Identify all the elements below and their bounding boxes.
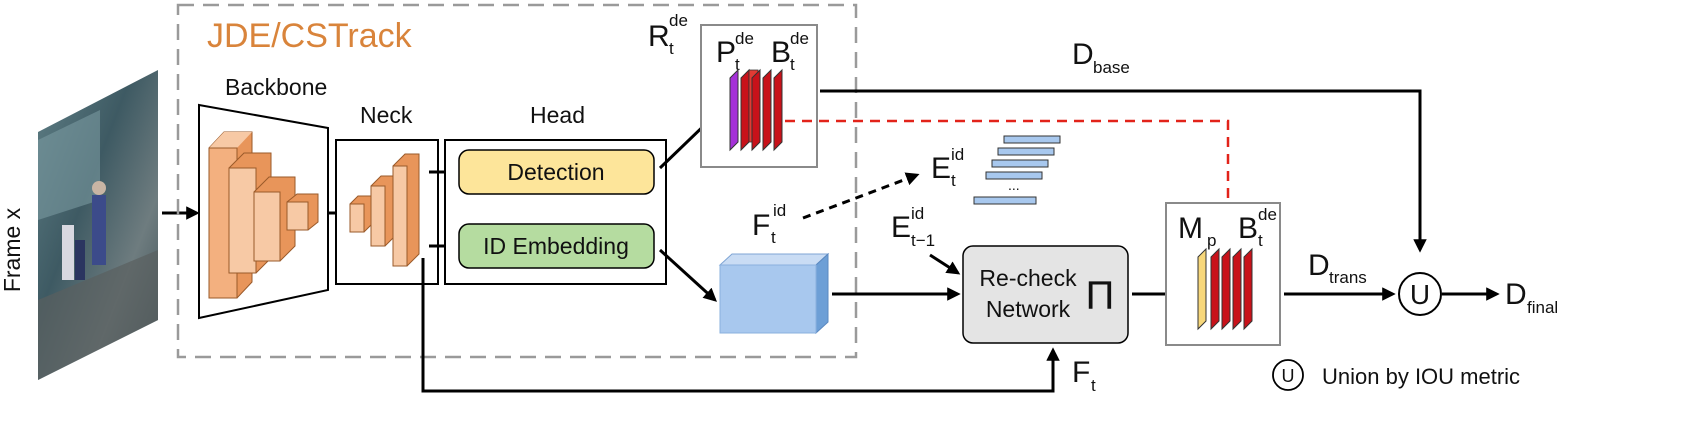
svg-text:E: E <box>891 211 911 244</box>
svg-text:E: E <box>931 152 951 185</box>
input-frame-image <box>38 70 158 380</box>
r-t-de-label: R t de <box>648 11 688 58</box>
neck-label: Neck <box>360 102 413 128</box>
svg-text:B: B <box>771 36 791 69</box>
frame-label: Frame x <box>0 207 25 292</box>
detection-maps <box>729 68 783 152</box>
neck-layers <box>349 153 420 267</box>
d-trans-label: D trans <box>1308 249 1367 287</box>
svg-text:P: P <box>716 36 736 69</box>
svg-text:t−1: t−1 <box>911 231 935 250</box>
union-symbol: U <box>1410 279 1430 310</box>
legend-union-symbol: U <box>1282 366 1295 386</box>
svg-text:t: t <box>951 171 956 190</box>
backbone-layers <box>208 131 319 299</box>
svg-text:M: M <box>1178 212 1203 245</box>
d-base-label: D base <box>1072 38 1130 77</box>
frame-person-head <box>92 181 106 195</box>
arrow-prev-embedding-to-recheck <box>929 253 961 275</box>
legend: U Union by IOU metric <box>1272 359 1520 391</box>
svg-text:F: F <box>1072 356 1090 389</box>
legend-text: Union by IOU metric <box>1322 364 1520 389</box>
d-final-label: D final <box>1505 278 1558 317</box>
dashed-arrow-bt-to-merge <box>785 119 1234 243</box>
svg-text:t: t <box>1091 376 1096 395</box>
arrow-embedding-to-feature <box>658 248 717 302</box>
svg-text:D: D <box>1308 249 1330 282</box>
svg-text:base: base <box>1093 58 1130 77</box>
f-t-label: F t <box>1072 356 1096 395</box>
svg-text:id: id <box>773 201 786 220</box>
union-operator <box>1398 272 1442 316</box>
legend-union-icon <box>1272 359 1304 391</box>
merge-maps <box>1197 247 1253 331</box>
svg-text:t: t <box>771 228 776 247</box>
frame-x-text: Frame x <box>0 207 25 292</box>
svg-text:F: F <box>752 209 770 242</box>
svg-text:t: t <box>790 55 795 74</box>
frame-street <box>38 250 158 380</box>
f-t-id-label: F t id <box>752 201 786 247</box>
svg-text:final: final <box>1527 298 1558 317</box>
detection-branch <box>458 149 655 195</box>
svg-text:t: t <box>1258 231 1263 250</box>
svg-text:trans: trans <box>1329 268 1367 287</box>
feature-cube <box>718 252 830 335</box>
svg-text:B: B <box>1238 212 1258 245</box>
svg-text:p: p <box>1207 231 1216 250</box>
svg-text:de: de <box>1258 205 1277 224</box>
recheck-network-box <box>962 245 1129 344</box>
detection-text: Detection <box>507 159 604 185</box>
m-p-label: M p <box>1178 212 1216 250</box>
jde-cstrack-box <box>176 3 858 359</box>
arrow-d-base-to-union <box>820 89 1427 253</box>
frame-person <box>75 240 85 280</box>
embedding-stack <box>973 135 1061 205</box>
e-t-id-label: E t id <box>931 145 964 190</box>
jde-cstrack-title: JDE/CSTrack <box>207 17 413 55</box>
backbone-label: Backbone <box>225 74 327 100</box>
svg-text:t: t <box>735 55 740 74</box>
svg-text:t: t <box>669 39 674 58</box>
svg-text:D: D <box>1505 278 1527 311</box>
dashed-arrow-fid-to-embedding <box>802 172 920 220</box>
recheck-line2: Network <box>986 296 1071 322</box>
frame-person <box>92 195 106 265</box>
svg-text:de: de <box>735 29 754 48</box>
head-label: Head <box>530 102 585 128</box>
svg-text:id: id <box>911 204 924 223</box>
embedding-ellipsis: ... <box>1008 177 1020 193</box>
e-t-minus-1-label: E t−1 id <box>891 204 935 250</box>
svg-text:id: id <box>951 145 964 164</box>
svg-text:de: de <box>669 11 688 30</box>
svg-text:de: de <box>790 29 809 48</box>
arrow-neck-to-recheck <box>421 258 1060 393</box>
id-embedding-text: ID Embedding <box>483 233 629 259</box>
merge-b-t-de-label: B t de <box>1238 205 1277 250</box>
b-t-de-label: B t de <box>771 29 809 74</box>
pi-symbol: Π <box>1086 274 1115 318</box>
svg-text:D: D <box>1072 38 1094 71</box>
frame-person <box>62 225 74 280</box>
id-embedding-branch <box>458 223 655 269</box>
recheck-line1: Re-check <box>979 265 1077 291</box>
p-t-de-label: P t de <box>716 29 754 74</box>
svg-text:R: R <box>648 20 670 53</box>
frame-building <box>38 110 100 220</box>
